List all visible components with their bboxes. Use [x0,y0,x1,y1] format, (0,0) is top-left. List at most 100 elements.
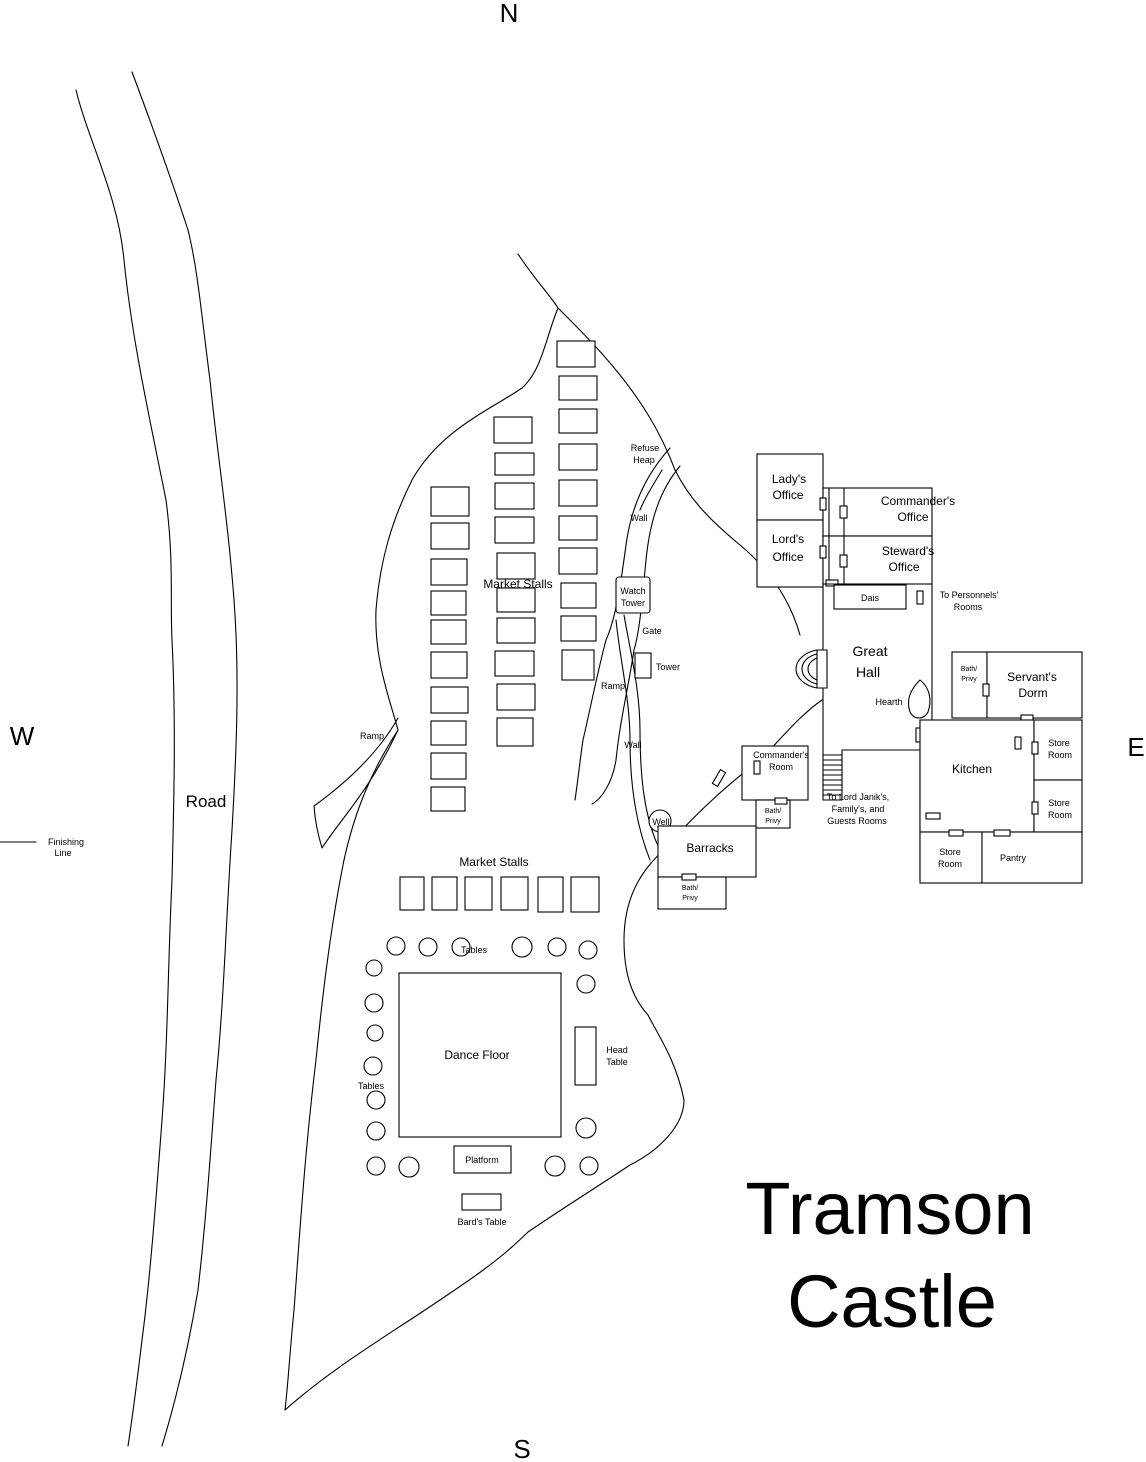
market-stall [431,876,458,911]
road [0,71,238,1447]
labels: N S W E Tramson Castle Road Finishing Li… [10,0,1145,1462]
market-stall [494,516,535,544]
pantry-label: Pantry [1000,853,1027,863]
bath-privy-servants-label: Bath/ [961,666,977,673]
market-stall [560,615,597,642]
market-stall [496,552,536,580]
market-stall [430,720,467,746]
stewards-office-label: Steward's [882,544,934,558]
pantry [981,831,1083,884]
refuse-heap-label: Heap [633,455,655,465]
bath-privy-commander-label: Privy [765,818,781,825]
market-stall [464,876,493,911]
refuse-heap-line [639,469,663,511]
store-room-1 [1033,719,1083,781]
market-stall [494,452,535,476]
market-stall [430,786,466,812]
store-room-1-label: Room [1048,750,1072,760]
dais-label: Dais [861,593,880,603]
market-stall [494,482,535,510]
ladys-office [756,453,824,521]
wall-east-2 [615,619,651,861]
store-room-3-label: Store [939,847,961,857]
to-lord-label: To Lord Janik's, [827,792,889,802]
compass-south: S [513,1434,530,1462]
market-stall [558,408,598,434]
finishing-line-label: Line [54,848,71,858]
door [681,873,697,881]
barracks-label: Barracks [686,841,733,855]
bards-table-label: Bard's Table [457,1217,506,1227]
table [511,936,533,958]
market-stall [558,443,598,471]
hall-gate [816,649,828,689]
market-stall [558,515,598,541]
servants-dorm-label: Dorm [1018,686,1047,700]
market-stall [494,650,535,677]
door [1031,741,1039,755]
market-stall [496,717,534,747]
great-hall-wall [756,583,933,881]
ladys-office-label: Lady's [772,472,806,486]
table [544,1155,566,1177]
market-stall [496,617,536,644]
door [1031,801,1039,815]
table [576,974,596,994]
to-lord-label: Family's, and [832,804,885,814]
market-stall [430,619,467,645]
ramp-west [313,717,399,849]
road-east-edge [131,71,238,1447]
door [819,545,827,559]
finishing-line-label: Finishing [48,837,84,847]
dance-floor [398,972,562,1138]
map-title-line2: Castle [787,1260,997,1343]
market-stall [496,683,536,711]
barracks-gate [711,768,727,788]
door [819,497,827,511]
dance-floor-label: Dance Floor [444,1048,509,1062]
great-hall-label: Hall [856,664,880,680]
bath-privy-barracks-label: Bath/ [682,885,698,892]
table [366,1090,386,1110]
market-stall [430,522,470,550]
bath-privy-barracks [657,876,727,910]
market-stall [537,876,564,913]
market-stall [570,876,600,913]
wall-upper-label: Wall [630,513,647,523]
tables-left-label: Tables [358,1081,385,1091]
wall-west [574,447,671,801]
lords-office-label: Lord's [772,532,804,546]
tower-label: Tower [656,662,680,672]
road-west-edge [75,89,175,1447]
market-stall [430,590,467,616]
lords-office [756,519,824,588]
compass-east: E [1127,732,1144,762]
platform-label: Platform [465,1155,499,1165]
market-stall [430,651,468,679]
watch-tower [615,576,651,614]
bath-privy-barracks-label: Privy [682,895,698,902]
market-stall [560,582,597,609]
door [993,829,1011,837]
stairs [822,754,843,796]
market-stall [500,876,529,911]
map-title-line1: Tramson [745,1167,1034,1250]
market-stall [399,876,425,911]
table [366,1156,386,1176]
watch-tower-label: Tower [621,598,645,608]
well-label: Well [652,817,669,827]
table [386,936,406,956]
ramp-east-label: Ramp [601,681,625,691]
bath-privy-commander-label: Bath/ [765,808,781,815]
dais [833,584,907,610]
table [418,937,438,957]
door [948,829,964,837]
door [925,812,941,820]
market-stall [558,375,598,401]
table [365,959,383,977]
commanders-office-label: Office [897,510,928,524]
to-personnel-label: Rooms [954,602,983,612]
table [364,993,384,1013]
door [774,797,788,805]
